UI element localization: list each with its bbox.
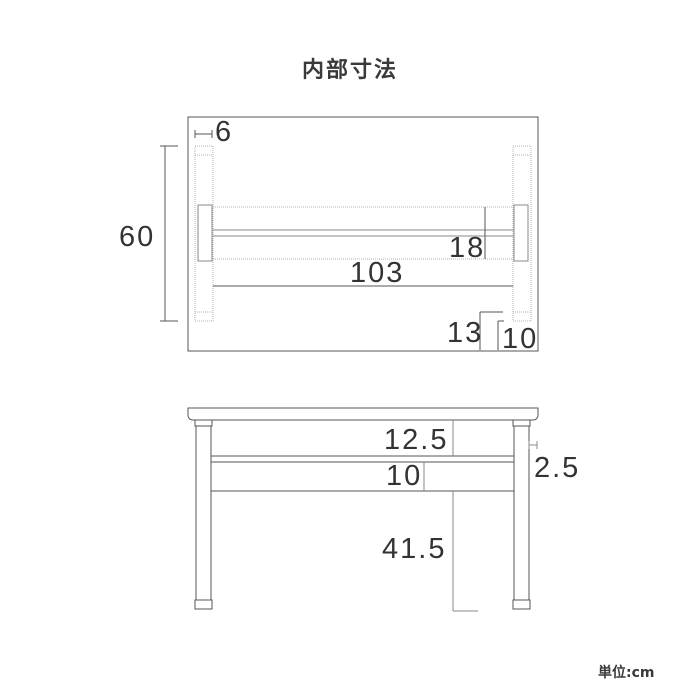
left-leg: [195, 425, 212, 601]
dim-shelf-opening: 10: [386, 460, 422, 492]
right-leg-outline: [512, 145, 532, 322]
left-bracket: [197, 204, 213, 262]
dim-edge-offset-a: 13: [447, 317, 483, 349]
dim-depth: 60: [119, 221, 155, 253]
top-view: 6 60 18 103 13 10: [119, 116, 539, 355]
dim-floor-clearance: 41.5: [382, 533, 446, 565]
left-leg-outline: [194, 145, 214, 322]
right-leg: [513, 425, 530, 601]
diagram-title: 内部寸法: [301, 58, 398, 83]
dim-leg-inset: 2.5: [534, 452, 580, 484]
dim-leg-width: 6: [215, 116, 233, 148]
table-top-outline: [187, 116, 539, 352]
unit-label: 単位:cm: [598, 665, 655, 681]
front-view: 12.5 10 41.5 2.5: [187, 407, 580, 612]
dim-inner-width: 103: [350, 257, 404, 289]
dim-edge-offset-b: 10: [502, 323, 538, 355]
dim-shelf-depth: 18: [449, 232, 485, 264]
tabletop-profile: [187, 407, 539, 421]
dim-top-to-shelf: 12.5: [384, 424, 448, 456]
right-bracket: [513, 204, 529, 262]
